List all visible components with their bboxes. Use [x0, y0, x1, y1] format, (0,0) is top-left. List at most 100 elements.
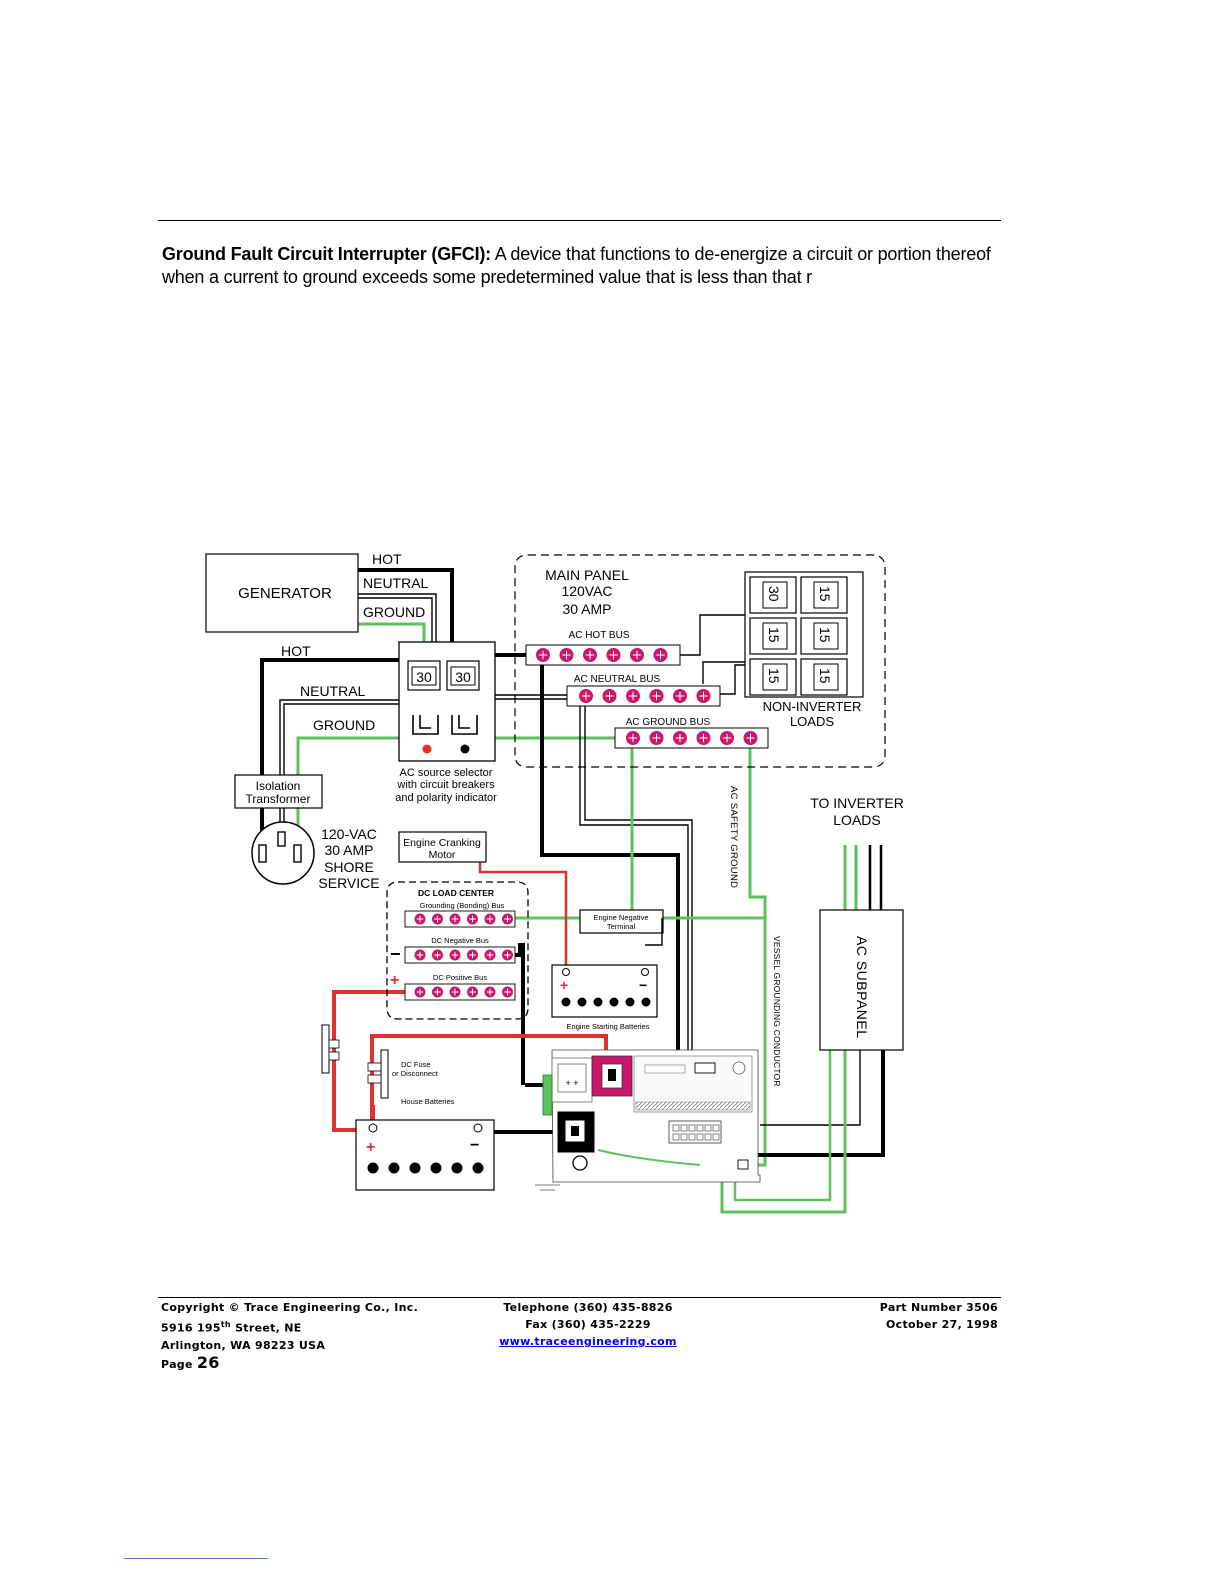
battery-cell — [641, 997, 651, 1007]
footer-website-link[interactable]: www.traceengineering.com — [499, 1335, 677, 1348]
vessel-grounding-label: VESSEL GROUNDING CONDUCTOR — [772, 936, 782, 1087]
header-rule — [158, 220, 1001, 221]
footer-page: Page 26 — [161, 1352, 220, 1372]
generator-ground-wire — [358, 622, 426, 642]
engine-starting-batteries: + − Engine Starting Batteries — [551, 964, 658, 1031]
dc-positive-bus-label: DC Positive Bus — [433, 973, 487, 982]
dc-positive-bus-terminal — [432, 986, 443, 998]
engine-motor-label-1: Engine Cranking — [403, 837, 481, 849]
inverter-ac-terminal — [704, 1124, 712, 1132]
ac-subpanel: AC SUBPANEL — [819, 909, 904, 1051]
generator-label: GENERATOR — [238, 585, 332, 602]
shore-hot-wire — [260, 658, 399, 775]
ac-ground-bus-terminal — [673, 731, 687, 745]
load-breaker: 15 — [800, 658, 848, 696]
dc-positive-bus-terminal — [449, 986, 461, 998]
load-breaker: 15 — [749, 617, 797, 655]
ac-hot-bus-terminal — [583, 648, 597, 662]
dc-positive-bus-terminal — [502, 986, 513, 998]
inverter-ac-terminal — [712, 1133, 720, 1141]
ac-hot-bus-terminal — [536, 648, 550, 662]
load-breaker: 30 — [749, 576, 797, 614]
ac-hot-bus-terminal — [630, 648, 644, 662]
battery-cell — [625, 997, 635, 1007]
grounding-bus-terminal — [467, 913, 478, 925]
footer-right: Part Number 3506 October 27, 1998 — [880, 1299, 998, 1333]
page-number: 26 — [196, 1352, 220, 1372]
dc-positive-bus-terminal — [484, 986, 496, 998]
generator-hot-wire — [358, 568, 454, 642]
ac-hot-to-inverter — [540, 665, 680, 1128]
dc-positive-bus-terminal — [467, 986, 478, 998]
grounding-bus-terminal — [432, 913, 443, 925]
dc-fuse-disconnect — [367, 1049, 389, 1099]
dc-fuse-label-2: or Disconnect — [392, 1069, 439, 1078]
grounding-bus-terminal — [484, 913, 496, 925]
inverter-ac-terminal — [696, 1124, 704, 1132]
battery-cell — [561, 997, 571, 1007]
load-breaker: 15 — [749, 658, 797, 696]
inverter-ac-terminal — [688, 1124, 696, 1132]
house-battery-plus: + — [366, 1139, 375, 1156]
main-panel: MAIN PANEL 120VAC 30 AMP AC HOT BUS AC N… — [514, 554, 886, 768]
load-breaker: 15 — [800, 576, 848, 614]
isolation-transformer-label-1: Isolation — [256, 779, 301, 793]
main-panel-label-2: 120VAC — [561, 583, 612, 599]
gfci-definition: A device that functions to de-energize a… — [162, 244, 991, 287]
dc-load-center-label: DC LOAD CENTER — [418, 888, 494, 898]
dc-negative-bus-terminal — [502, 949, 513, 961]
load-breaker-rating: 15 — [817, 668, 833, 684]
footer-part-number: Part Number 3506 — [879, 1301, 998, 1314]
ac-ground-bus-terminal — [743, 731, 758, 745]
footer-city: Arlington, WA 98223 USA — [161, 1338, 326, 1352]
engine-battery-plus: + — [560, 977, 568, 993]
selector-label-2: with circuit breakers — [396, 779, 495, 791]
engine-batteries-label: Engine Starting Batteries — [567, 1022, 650, 1031]
ac-neutral-bus-label: AC NEUTRAL BUS — [574, 674, 661, 685]
shore-label-3: SHORE — [324, 859, 374, 875]
inverter-ac-terminal — [696, 1133, 704, 1141]
shore-label-1: 120-VAC — [321, 826, 377, 842]
footer-rule — [158, 1297, 1001, 1298]
inverter-ac-terminal — [704, 1133, 712, 1141]
isolation-transformer-label-2: Transformer — [246, 792, 311, 806]
load-breaker-rating: 30 — [766, 586, 782, 602]
main-panel-label-1: MAIN PANEL — [545, 567, 629, 583]
polarity-indicator-black — [460, 744, 470, 754]
ac-hot-bus-terminal — [653, 648, 668, 662]
selector-breaker-1: 30 — [416, 669, 432, 685]
grounding-bus-label: Grounding (Bonding) Bus — [420, 901, 505, 910]
ac-ground-bus-terminal — [696, 731, 711, 745]
battery-cell — [451, 1162, 463, 1174]
selector-label-1: AC source selector — [400, 767, 493, 779]
shore-neutral-label: NEUTRAL — [300, 683, 366, 699]
shore-label-4: SERVICE — [318, 875, 379, 891]
shore-receptacle — [251, 821, 315, 885]
selector-label-3: and polarity indicator — [395, 792, 497, 804]
inverter-charger: + + — [535, 1049, 761, 1191]
dc-positive-sign: + — [390, 972, 399, 989]
bottom-link-underline — [124, 1558, 268, 1559]
dc-fuse-left — [321, 1024, 340, 1074]
footer-telephone: Telephone (360) 435-8826 — [503, 1301, 673, 1314]
ac-neutral-bus-terminal — [673, 689, 687, 703]
battery-cell — [430, 1162, 442, 1174]
polarity-indicator-red — [422, 744, 432, 754]
load-breaker-rating: 15 — [766, 627, 782, 643]
generator-hot-label: HOT — [372, 551, 402, 567]
footer-copyright: Copyright © Trace Engineering Co., Inc. — [161, 1301, 419, 1314]
generator-neutral-wire — [358, 593, 437, 642]
grounding-bus-terminal — [449, 913, 461, 925]
ac-hot-bus-terminal — [559, 648, 574, 662]
engine-cranking-motor: Engine Cranking Motor — [398, 831, 487, 863]
dc-negative-bus-terminal — [449, 949, 461, 961]
engine-neg-label-1: Engine Negative — [593, 913, 648, 922]
load-breaker-rating: 15 — [817, 586, 833, 602]
battery-cell — [388, 1162, 400, 1174]
ac-neutral-bus-terminal — [696, 689, 711, 703]
engine-battery-minus: − — [639, 977, 647, 993]
load-breaker: 15 — [800, 617, 848, 655]
ac-source-selector: 30 30 — [398, 641, 496, 762]
inverter-ac-terminal — [672, 1133, 680, 1141]
